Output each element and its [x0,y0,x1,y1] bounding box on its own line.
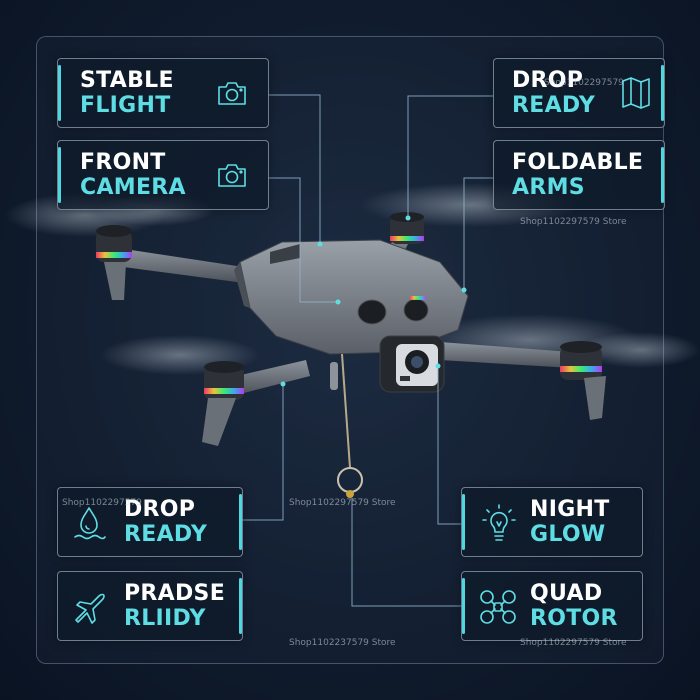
camera-icon [216,161,248,193]
light-bulb-icon [480,502,518,548]
quadcopter-icon [478,588,518,630]
arm-front-right [440,342,572,368]
card-subtitle: READY [124,522,208,547]
card-title: STABLE [80,68,174,93]
card-accent-bar [58,65,61,121]
card-accent-bar [462,578,465,634]
watermark: Shop1102297579 Store [520,638,627,648]
card-subtitle: READY [512,93,596,118]
payload-string [341,353,351,469]
arm-rear-left [116,248,252,284]
card-subtitle: RLIIDY [124,606,206,631]
watermark: Shop1102297579 [544,78,624,88]
card-front-camera: FRONT CAMERA [57,140,269,210]
card-drop-ready-top: DROP READY [493,58,665,128]
folded-map-icon [620,75,652,115]
card-title: FRONT [80,150,166,175]
card-accent-bar [239,578,242,634]
drone-body [239,239,469,355]
card-accent-bar [661,147,664,203]
watermark: Shop1102297579 Store [520,217,627,227]
card-accent-bar [661,65,664,121]
watermark: Shop1102297579 [62,498,142,508]
card-accent-bar [58,147,61,203]
propeller-blur [580,332,700,368]
card-title: DROP [124,497,196,522]
card-quad-rotor: QUAD ROTOR [461,571,643,641]
watermark: Shop1102237579 Store [289,638,396,648]
card-title: FOLDABLE [512,150,644,175]
arm-front-left [228,360,310,396]
card-accent-bar [239,494,242,550]
card-title: NIGHT [530,497,610,522]
card-title: DROP [512,68,584,93]
card-accent-bar [462,494,465,550]
card-subtitle: ROTOR [530,606,618,631]
card-title: QUAD [530,581,603,606]
card-title: PRADSE [124,581,226,606]
card-stable-flight: STABLE FLIGHT [57,58,269,128]
front-sensor [357,299,387,325]
camera-icon [216,79,248,111]
card-subtitle: FLIGHT [80,93,171,118]
watermark: Shop1102297579 Store [289,498,396,508]
card-subtitle: GLOW [530,522,606,547]
water-drop-icon [72,504,106,546]
card-subtitle: CAMERA [80,175,186,200]
airplane-icon [72,590,108,628]
card-subtitle: ARMS [512,175,585,200]
card-drop-ready-bottom: DROP READY [57,487,243,557]
card-pradse-rliidy: PRADSE RLIIDY [57,571,243,641]
card-night-glow: NIGHT GLOW [461,487,643,557]
card-foldable-arms: FOLDABLE ARMS [493,140,665,210]
